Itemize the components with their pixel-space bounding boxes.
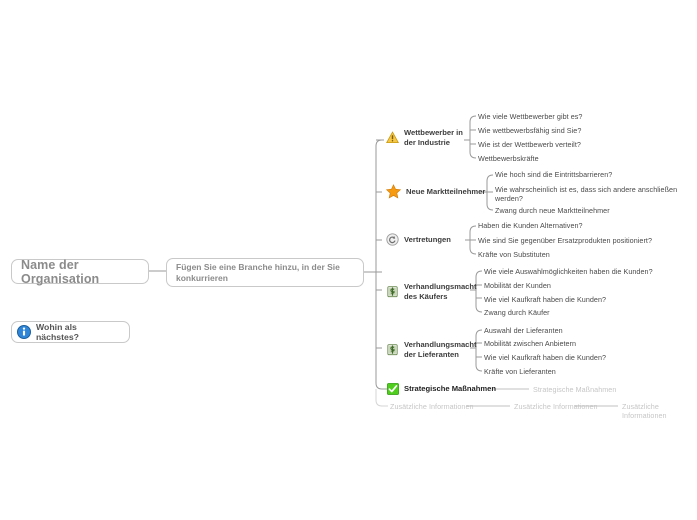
leaf-new-entrants-2[interactable]: Wie wahrscheinlich ist es, dass sich and… (495, 185, 678, 204)
leaf-strategic-actions-1[interactable]: Strategische Maßnahmen (533, 385, 617, 394)
leaf-supplier-power-3[interactable]: Wie viel Kaufkraft haben die Kunden? (484, 353, 607, 362)
leaf-new-entrants-3[interactable]: Zwang durch neue Marktteilnehmer (495, 206, 610, 215)
branch-new-entrants-label: Neue Marktteilnehmer (406, 186, 486, 196)
leaf-competitors-2[interactable]: Wie wettbewerbsfähig sind Sie? (478, 126, 582, 135)
branch-competitors[interactable]: Wettbewerber in der Industrie (386, 128, 463, 147)
branch-substitutes[interactable]: Vertretungen (386, 233, 451, 246)
industry-node-label: Fügen Sie eine Branche hinzu, in der Sie… (176, 262, 340, 283)
info-icon (17, 325, 31, 339)
leaf-substitutes-1[interactable]: Haben die Kunden Alternativen? (478, 221, 583, 230)
next-steps-label: Wohin als nächstes? (36, 322, 79, 342)
leaf-supplier-power-2[interactable]: Mobilität zwischen Anbietern (484, 339, 577, 348)
leaf-additional-info-2[interactable]: Zusätzliche Informationen (622, 402, 667, 421)
leaf-buyer-power-2[interactable]: Mobilität der Kunden (484, 281, 551, 290)
root-node-label: Name der Organisation (21, 257, 100, 286)
leaf-additional-info-1[interactable]: Zusätzliche Informationen (514, 402, 598, 411)
branch-buyer-power[interactable]: Verhandlungsmacht des Käufers (386, 282, 477, 301)
branch-supplier-power[interactable]: Verhandlungsmacht der Lieferanten (386, 340, 477, 359)
money-icon (387, 344, 398, 356)
leaf-supplier-power-4[interactable]: Kräfte von Lieferanten (484, 367, 556, 376)
branch-substitutes-label: Vertretungen (404, 234, 451, 244)
money-icon (387, 286, 398, 298)
branch-competitors-label: Wettbewerber in der Industrie (404, 128, 463, 147)
substitute-icon (386, 233, 399, 246)
industry-node[interactable]: Fügen Sie eine Branche hinzu, in der Sie… (166, 258, 364, 287)
leaf-competitors-1[interactable]: Wie viele Wettbewerber gibt es? (478, 112, 583, 121)
star-icon (386, 184, 401, 199)
branch-additional-info-label[interactable]: Zusätzliche Informationen (390, 402, 474, 411)
leaf-supplier-power-1[interactable]: Auswahl der Lieferanten (484, 326, 563, 335)
leaf-substitutes-2[interactable]: Wie sind Sie gegenüber Ersatzprodukten p… (478, 236, 653, 245)
leaf-buyer-power-1[interactable]: Wie viele Auswahlmöglichkeiten haben die… (484, 267, 653, 276)
warning-triangle-icon (386, 131, 399, 144)
branch-strategic-actions[interactable]: Strategische Maßnahmen (387, 383, 496, 395)
green-check-icon (387, 383, 399, 395)
leaf-substitutes-3[interactable]: Kräfte von Substituten (478, 250, 550, 259)
branch-strategic-actions-label: Strategische Maßnahmen (404, 384, 496, 394)
leaf-competitors-4[interactable]: Wettbewerbskräfte (478, 154, 539, 163)
leaf-new-entrants-1[interactable]: Wie hoch sind die Eintrittsbarrieren? (495, 170, 613, 179)
leaf-buyer-power-4[interactable]: Zwang durch Käufer (484, 308, 550, 317)
leaf-buyer-power-3[interactable]: Wie viel Kaufkraft haben die Kunden? (484, 295, 607, 304)
root-node-organisation[interactable]: Name der Organisation (11, 257, 149, 286)
branch-buyer-power-label: Verhandlungsmacht des Käufers (404, 282, 477, 301)
next-steps-node[interactable]: Wohin als nächstes? (11, 321, 130, 343)
leaf-competitors-3[interactable]: Wie ist der Wettbewerb verteilt? (478, 140, 581, 149)
branch-new-entrants[interactable]: Neue Marktteilnehmer (386, 184, 485, 199)
branch-supplier-power-label: Verhandlungsmacht der Lieferanten (404, 340, 477, 359)
